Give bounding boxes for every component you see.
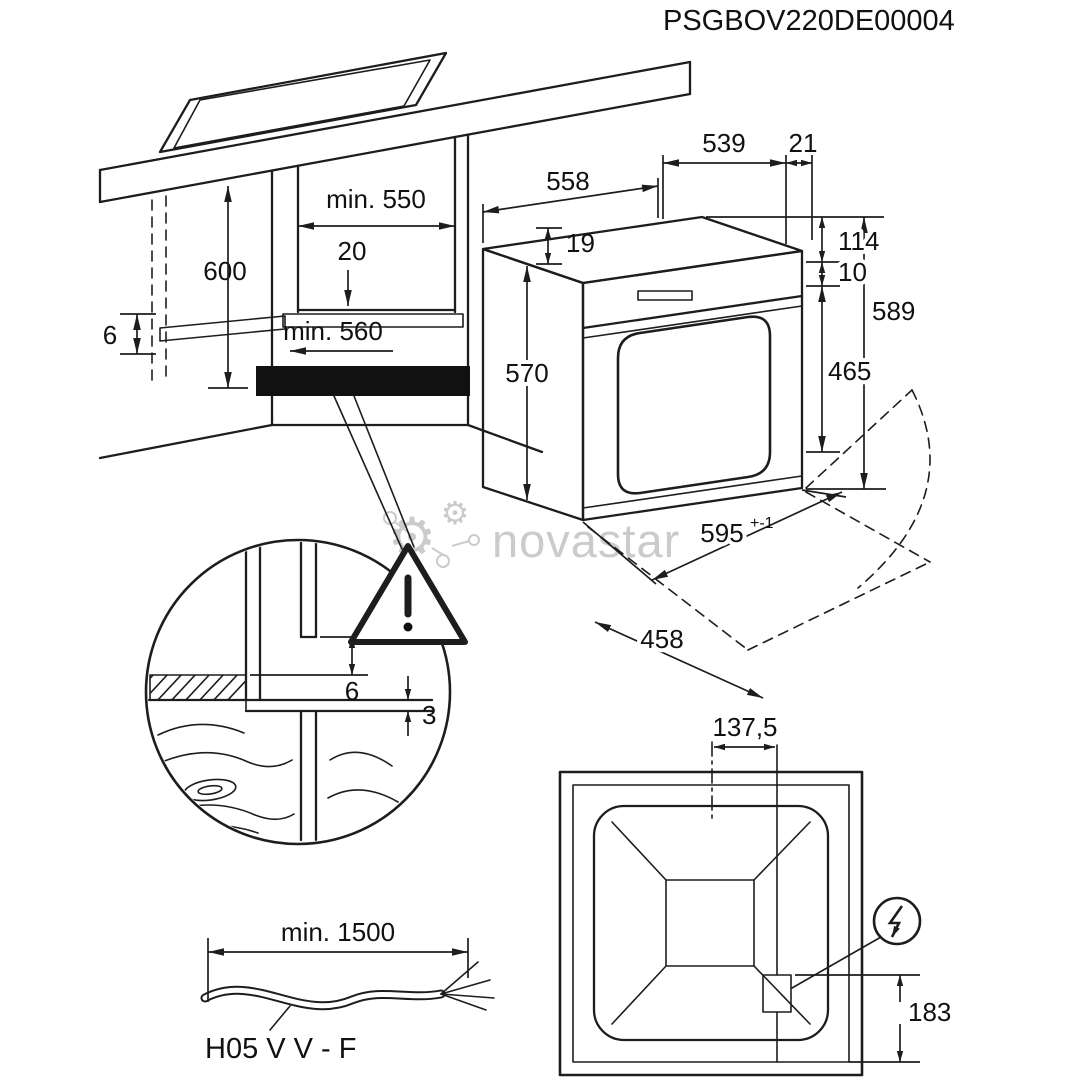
rear-panel [592, 804, 830, 1042]
rear-center-emboss [665, 879, 755, 967]
dim-cable-length-label: min. 1500 [281, 917, 395, 947]
power-connection-badge [791, 896, 922, 989]
door-window [616, 315, 772, 495]
hob-cutout-inner [173, 59, 431, 149]
cable-wire-ends [440, 961, 495, 1011]
control-panel-bottom-edge [581, 294, 804, 330]
dim-114-label: 114 [838, 226, 879, 256]
document-code: PSGBOV220DE00004 [663, 5, 955, 37]
exclamation-dot-icon [403, 622, 413, 632]
dim-21-label: 21 [789, 128, 818, 158]
cabinet-opening-view: min. 550 20 600 6 min. 560 [98, 51, 692, 550]
rear-connection-view: 137,5 183 [558, 712, 951, 1077]
support-rail-left [159, 315, 286, 342]
oven-front-face [581, 249, 804, 522]
cabinet-bottom-left-edge [98, 423, 274, 460]
dim-gap6-label: 6 [345, 676, 359, 706]
detail-leader-line [333, 395, 403, 550]
mounting-detail-view: 6 3 [144, 538, 468, 846]
watermark-link [451, 540, 470, 547]
dim-183-label: 183 [908, 997, 951, 1027]
watermark-link [394, 521, 415, 538]
detail-leader-line [353, 395, 415, 548]
dim-min-550-label: min. 550 [326, 184, 426, 214]
dim-gap3-label: 3 [422, 700, 436, 730]
hob-cutout-outer [158, 51, 448, 154]
dim-558-label: 558 [546, 166, 589, 196]
dim-595-tolerance: +-1 [750, 515, 774, 532]
detail-circle [144, 538, 452, 846]
dim-600-label: 600 [203, 256, 246, 286]
front-strip [256, 366, 470, 396]
oven-dimension-view: 558 539 21 19 570 114 10 465 589 5 [481, 128, 931, 699]
counter-front-top-edge [98, 60, 692, 172]
door-swing-arc [857, 389, 931, 589]
dim-20-label: 20 [338, 236, 367, 266]
dim-10-label: 10 [838, 257, 867, 287]
cable-core [202, 987, 444, 1009]
emboss-diagonal [611, 821, 667, 881]
ext-line [582, 521, 657, 585]
emboss-diagonal [753, 821, 811, 881]
support-rail [282, 313, 464, 328]
dim-6-label: 6 [103, 320, 117, 350]
lightning-circle [872, 896, 922, 946]
dim-558-line [482, 184, 659, 214]
dim-458-line [594, 621, 764, 699]
lightning-bolt-icon [887, 905, 904, 938]
watermark-node [383, 511, 397, 525]
warning-triangle [348, 543, 468, 645]
watermark-node [468, 534, 480, 546]
door-open-dash [805, 389, 913, 489]
dim-595-label: 595 [700, 518, 743, 548]
brand-watermark: ⚙ ⚙ novastar [383, 495, 680, 568]
watermark-gear-small-icon: ⚙ [441, 495, 470, 531]
counter-front-bottom-edge [98, 92, 692, 204]
dim-539-label: 539 [702, 128, 745, 158]
door-top-edge [582, 305, 803, 339]
hatch-pattern [150, 675, 246, 700]
watermark-link [431, 547, 446, 557]
dim-570-label: 570 [505, 358, 548, 388]
dim-595-line [651, 491, 843, 581]
cable-type-leader [269, 1005, 291, 1031]
badge-leader-line [791, 936, 882, 989]
control-display [637, 290, 693, 301]
dim-19-label: 19 [566, 228, 595, 258]
projection-dash [747, 561, 931, 651]
projection-dash [587, 526, 749, 651]
dim-137-label: 137,5 [712, 712, 777, 742]
dim-589-label: 589 [872, 296, 915, 326]
dim-465-label: 465 [828, 356, 871, 386]
rear-outer-frame [558, 770, 864, 1077]
cable-type-label: H05 V V - F [205, 1033, 357, 1065]
power-cable-view: min. 1500 H05 V V - F [200, 917, 495, 1065]
dim-458-label: 458 [640, 624, 683, 654]
rear-inner-frame [572, 784, 850, 1063]
dim-min-560-label: min. 560 [283, 316, 383, 346]
watermark-brand-text: novastar [492, 514, 680, 567]
emboss-diagonal [611, 965, 667, 1025]
